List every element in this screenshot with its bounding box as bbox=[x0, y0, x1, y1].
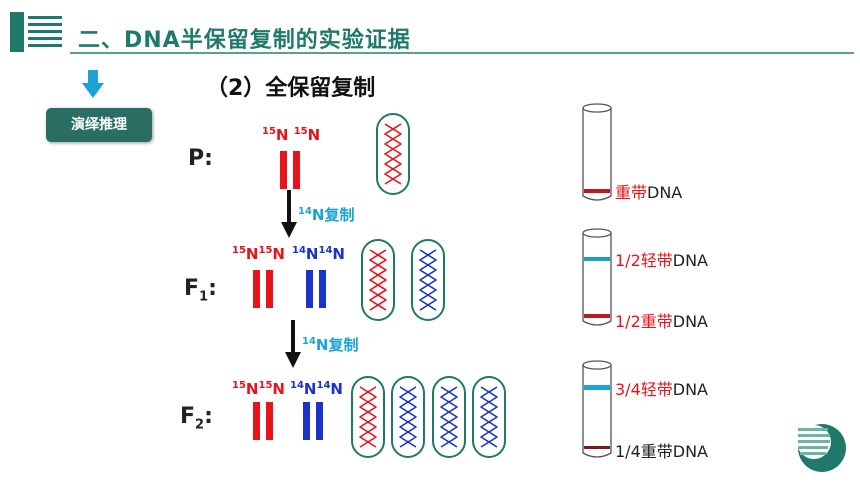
f2-heavy-isotope-labels: 15N15N bbox=[232, 380, 285, 398]
p-strand-right bbox=[293, 151, 300, 189]
header-logo-icon bbox=[10, 12, 62, 52]
f2-capsule-light-1-strand-0 bbox=[399, 386, 417, 448]
tubes-layer bbox=[582, 103, 612, 458]
f1-light-isotope-labels: 14N14N bbox=[292, 245, 345, 263]
tube-f2-heavy-label: 1/4重带DNA bbox=[615, 442, 708, 461]
f1-heavy-isotope-labels: 15N15N bbox=[232, 245, 285, 263]
tube-f2-heavy-band bbox=[584, 446, 610, 449]
tube-p-heavy-band bbox=[584, 189, 610, 193]
f2-light-strand-right bbox=[316, 402, 323, 440]
f1-capsule-light bbox=[411, 239, 445, 321]
f2-capsule-light-3-strand-1 bbox=[480, 386, 498, 448]
test-tube-f1 bbox=[582, 228, 612, 326]
test-tube-p bbox=[582, 103, 612, 201]
tube-f1-heavy-label: 1/2重带DNA bbox=[615, 312, 708, 331]
section-subtitle: （2）全保留复制 bbox=[206, 76, 376, 101]
corner-logo-icon bbox=[797, 424, 846, 472]
f2-capsule-light-2-strand-1 bbox=[440, 386, 458, 448]
f2-capsule-light-3-strand-0 bbox=[480, 386, 498, 448]
f2-capsule-light-1-strand-1 bbox=[399, 386, 417, 448]
f2-capsule-heavy bbox=[351, 376, 385, 458]
f2-light-strand-left bbox=[303, 402, 310, 440]
f2-capsule-light-1 bbox=[391, 376, 425, 458]
tube-f2-light-label: 3/4轻带DNA bbox=[615, 380, 708, 399]
replication-arrow-1 bbox=[281, 190, 297, 238]
replication-arrow-2 bbox=[285, 320, 301, 368]
p-isotope-labels: 15N 15N bbox=[262, 126, 321, 144]
p-capsule-heavy-strand-0 bbox=[384, 123, 402, 185]
f2-capsule-light-3 bbox=[472, 376, 506, 458]
tube-f1-light-band bbox=[584, 257, 610, 261]
tube-f1-heavy-band bbox=[584, 314, 610, 318]
p-capsule-heavy-strand-1 bbox=[384, 123, 402, 185]
generation-label-p: P: bbox=[188, 146, 213, 171]
test-tube-f2 bbox=[582, 360, 612, 458]
f1-capsule-heavy-strand-0 bbox=[369, 249, 387, 311]
tube-f1-light-label: 1/2轻带DNA bbox=[615, 251, 708, 270]
f1-light-strand-left bbox=[306, 270, 313, 308]
p-capsule-heavy bbox=[376, 113, 410, 195]
f1-capsule-heavy bbox=[361, 239, 395, 321]
replication-step-label-1: 14N复制 bbox=[298, 206, 355, 224]
f1-capsule-heavy-strand-1 bbox=[369, 249, 387, 311]
f1-light-strand-right bbox=[319, 270, 326, 308]
f1-heavy-strand-right bbox=[266, 270, 273, 308]
f1-heavy-strand-left bbox=[253, 270, 260, 308]
f1-capsule-light-strand-1 bbox=[419, 249, 437, 311]
f2-heavy-strand-left bbox=[253, 402, 260, 440]
page-title: 二、DNA半保留复制的实验证据 bbox=[78, 28, 411, 53]
title-divider bbox=[70, 52, 854, 54]
f2-capsule-light-2 bbox=[432, 376, 466, 458]
tube-p-heavy-label: 重带DNA bbox=[615, 183, 683, 202]
f2-light-isotope-labels: 14N14N bbox=[290, 380, 343, 398]
replication-step-label-2: 14N复制 bbox=[302, 336, 359, 354]
f2-capsule-heavy-strand-1 bbox=[359, 386, 377, 448]
deduction-badge: 演绎推理 bbox=[46, 108, 152, 142]
p-strand-left bbox=[280, 151, 287, 189]
f1-capsule-light-strand-0 bbox=[419, 249, 437, 311]
generation-label-f2: F2: bbox=[180, 404, 213, 433]
f2-capsule-heavy-strand-0 bbox=[359, 386, 377, 448]
down-arrow-icon bbox=[82, 70, 104, 98]
f2-capsule-light-2-strand-0 bbox=[440, 386, 458, 448]
tube-f2-light-band bbox=[584, 385, 610, 390]
f2-heavy-strand-right bbox=[266, 402, 273, 440]
generation-label-f1: F1: bbox=[184, 276, 217, 305]
